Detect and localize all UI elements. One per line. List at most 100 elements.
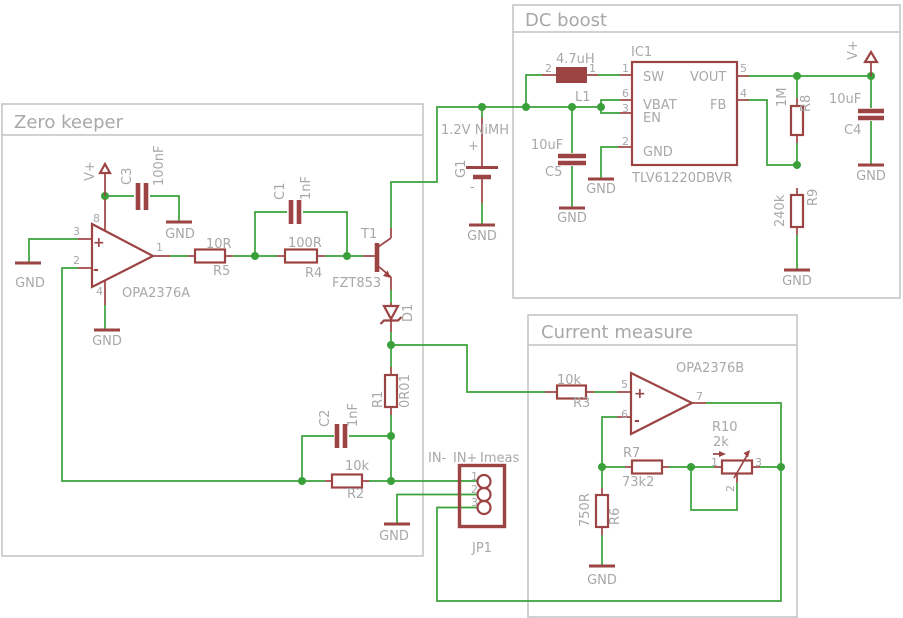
r3-ref: R3 [573,396,590,411]
r4-body [283,248,319,264]
vplus-symbol-a: V+ [83,161,112,196]
gnd-c4: GND [856,163,886,184]
g1-ref: G1 [454,160,469,178]
ic1-pin-vbat-name: VBAT [643,98,677,113]
c1-value: 1nF [299,176,314,200]
opamp-a-pin3: 3 [73,225,80,238]
opamp-opa2376a: + - 3 2 1 8 4 OPA2376A [73,199,190,305]
r6-body [594,493,610,529]
resistor-r9: 240k R9 [773,188,821,235]
gnd-label: GND [165,227,195,242]
r10-value: 2k [713,435,729,450]
c2-value: 1nF [346,403,361,427]
jp1-label-in-plus: IN+ [453,451,477,466]
r8-value: 1M [775,88,790,108]
resistor-r5: 10R R5 [188,237,233,279]
r10-pin2-num: 2 [724,485,737,492]
vplus-b-triangle [863,49,879,64]
capacitor-c2: C2 1nF [318,403,361,448]
jp1-pin2-num: 2 [471,483,478,496]
opamp-a-minus-mark: - [93,262,99,278]
ic1-pin-gnd-name: GND [643,145,673,160]
r9-body [789,193,805,229]
opamp-a-plus-mark: + [93,235,105,251]
gnd-label: GND [587,573,617,588]
ic1-tlv61220: IC1 TLV61220DBVR SW VOUT VBAT FB EN GND … [618,45,749,186]
battery-g1: 1.2V NiMH + - G1 [441,118,509,203]
l1-pin1-num: 1 [589,62,596,75]
r6-value: 750R [578,493,593,527]
r6-ref: R6 [608,508,623,525]
ic1-pin-sw-name: SW [643,70,664,85]
r4-value: 100R [288,236,322,251]
l1-value: 4.7uH [556,52,595,67]
r7-ref: R7 [623,446,640,461]
capacitor-c5: 10uF C5 [531,138,586,180]
opamp-b-ref: OPA2376B [676,361,744,376]
l1-body [556,67,587,83]
resistor-r2: 10k R2 [325,459,370,502]
r7-value: 73k2 [622,475,654,490]
ic1-body [630,60,739,167]
jp1-pin3-num: 3 [471,496,478,509]
r5-body [193,248,227,264]
gnd-opamp-a-supply: GND [92,328,122,349]
c5-value: 10uF [531,138,563,153]
vplus-a-label: V+ [83,161,98,181]
t1-emitter-arrow [383,270,391,278]
r2-ref: R2 [347,487,364,502]
gnd-label: GND [557,211,587,226]
l1-pin2-num: 2 [545,62,552,75]
opamp-a-ref: OPA2376A [122,286,190,301]
zero-keeper-title: Zero keeper [14,112,124,133]
resistor-r6: 750R R6 [578,488,623,535]
capacitor-c3: C3 100nF [120,145,167,210]
jp1-pin1-num: 1 [471,470,478,483]
r4-ref: R4 [305,266,322,281]
r10-wiper-arrowhead [743,450,750,458]
g1-minus-mark: - [470,180,475,195]
ic1-pin-en-num: 3 [622,102,629,115]
r1-body [383,373,399,409]
d1-triangle [382,304,400,322]
dc-boost-frame [512,4,901,299]
ic1-pin-sw-num: 1 [622,62,629,75]
r10-pin3-num: 3 [755,456,762,469]
opamp-b-minus-mark: - [634,413,640,429]
r9-value: 240k [773,194,788,227]
section-frames: Zero keeper DC boost Current measure [1,4,901,618]
transistor-t1: T1 FZT853 [332,227,392,291]
ic1-pin-vout-name: VOUT [690,70,726,85]
opamp-b-pin6: 6 [621,408,628,421]
gnd-jp1-pin2: GND [379,522,410,544]
d1-ref: D1 [401,304,416,322]
diode-d1: D1 [379,303,416,332]
r10-pin1-num: 1 [711,456,718,469]
jp1-ref: JP1 [471,541,492,556]
resistor-r1: R1 0R01 [371,367,413,415]
potentiometer-r10: R10 2k 1 3 2 [711,420,762,492]
r3-value: 10k [557,373,582,388]
d1-cathode-bar [379,316,403,325]
c3-ref: C3 [120,168,135,185]
ic1-pin-fb-num: 4 [740,87,747,100]
l1-ref: L1 [575,90,591,105]
opamp-opa2376b: + - 5 6 7 OPA2376B [617,361,744,436]
r1-value: 0R01 [398,374,413,408]
opamp-b-pin7: 7 [696,390,703,403]
opamp-a-pin4: 4 [96,285,103,298]
opamp-a-pin1: 1 [156,241,163,254]
gnd-c3: GND [165,220,195,242]
jp1-label-imeas: Imeas [480,451,519,466]
current-measure-title: Current measure [541,322,693,343]
capacitor-c4: 10uF C4 [829,92,884,138]
ic1-pin-gnd-num: 2 [622,135,629,148]
opamp-b-triangle [629,371,695,436]
c3-value: 100nF [152,145,167,186]
t1-ref: T1 [360,227,377,242]
vplus-a-triangle [98,161,112,175]
r8-ref: R8 [799,95,814,112]
jp1-pin2-circle [476,486,492,503]
gnd-g1: GND [467,223,497,244]
